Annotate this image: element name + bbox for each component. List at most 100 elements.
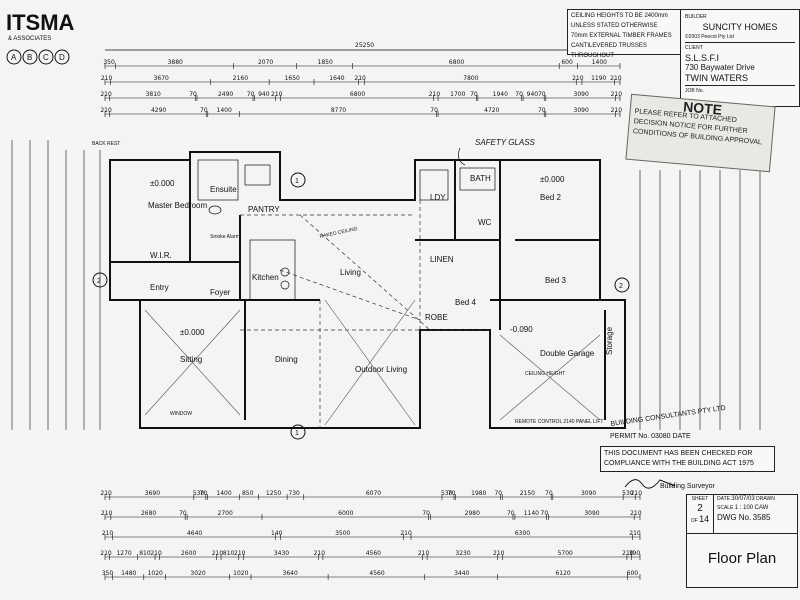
- grid-letter: C: [43, 53, 49, 62]
- dwg-label: DWG No.: [717, 513, 752, 522]
- dimension-value: 810: [139, 550, 151, 557]
- dimension-value: 810: [223, 550, 235, 557]
- dimension-value: 5700: [558, 550, 573, 557]
- sheet-title: Floor Plan: [707, 550, 777, 567]
- dimension-value: 210: [100, 490, 112, 497]
- back-rest-note: BACK REST: [92, 141, 120, 147]
- title-block: BUILDER SUNCITY HOMES ©2003 Peecot Pty L…: [680, 9, 800, 107]
- dimension-value: 3440: [454, 570, 469, 577]
- dimension-value: 210: [150, 550, 162, 557]
- dimension-value: 600: [627, 570, 639, 577]
- client-label: CLIENT: [685, 45, 703, 51]
- dimension-value: 1980: [471, 490, 486, 497]
- dimension-value: 2680: [141, 510, 156, 517]
- room-wc: WC: [478, 218, 492, 227]
- dimension-value: 70: [200, 107, 208, 114]
- dimension-value: 6120: [555, 570, 570, 577]
- client-locality: TWIN WATERS: [685, 73, 748, 83]
- dimension-value: 3500: [335, 530, 350, 537]
- client-address: 730 Baywater Drive: [685, 63, 755, 72]
- room-garage: Double Garage: [540, 349, 595, 358]
- room-bath: BATH: [470, 174, 491, 183]
- dimension-value: 70: [422, 510, 430, 517]
- dimension-value: 940: [527, 91, 539, 98]
- dimension-value: 4640: [187, 530, 202, 537]
- room-dining: Dining: [275, 355, 298, 364]
- dimension-value: 3090: [574, 91, 589, 98]
- copyright: ©2003: [685, 34, 700, 40]
- dimension-value: 3670: [154, 75, 169, 82]
- dimension-value: 210: [400, 530, 412, 537]
- dimension-value: 70: [247, 91, 255, 98]
- room-storage: Storage: [605, 326, 614, 355]
- dimension-value: 1640: [329, 75, 344, 82]
- scale-value: 1 : 100: [734, 505, 754, 511]
- grid-letter: B: [27, 53, 32, 62]
- dimension-value: 70: [538, 107, 546, 114]
- structural-dashed-lines: [240, 200, 490, 428]
- dimension-value: 70: [448, 490, 456, 497]
- dimension-value: 730: [288, 490, 300, 497]
- note-line: CANTILEVERED TRUSSES THROUGHOUT: [571, 43, 647, 59]
- bath-fixtures: [419, 167, 496, 201]
- room-living: Living: [340, 268, 361, 277]
- sheet-label: SHEET: [691, 496, 709, 502]
- room-master: Master Bedroom: [148, 201, 207, 210]
- grid-mark: 2: [619, 283, 623, 290]
- drawn-label: DRAWN: [756, 496, 775, 502]
- job-label: JOB No.: [685, 85, 795, 96]
- dimension-value: 1480: [121, 570, 136, 577]
- dimension-value: 210: [212, 550, 224, 557]
- dimension-value: 210: [100, 107, 112, 114]
- room-robe: ROBE: [425, 313, 448, 322]
- dimension-value: 2150: [520, 490, 535, 497]
- level-garage: -0.090: [510, 325, 533, 334]
- dimension-value: 210: [610, 75, 622, 82]
- permit-label: PERMIT No.: [610, 433, 650, 440]
- dimension-value: 2490: [218, 91, 233, 98]
- room-bed4: Bed 4: [455, 298, 476, 307]
- client-name: S.L.S.F.I: [685, 53, 720, 63]
- dimension-value: 210: [234, 550, 246, 557]
- dimension-value: 210: [271, 91, 283, 98]
- sheet-no: 2: [697, 503, 703, 514]
- dimension-value: 70: [179, 510, 187, 517]
- dimension-value: 70: [515, 91, 523, 98]
- grid-letter: A: [11, 53, 17, 62]
- dimension-value: 3690: [145, 490, 160, 497]
- dimension-value: 6800: [449, 59, 464, 66]
- dimension-value: 70: [538, 91, 546, 98]
- copyright-holder: Peecot Pty Ltd: [701, 34, 734, 40]
- dimension-value: 210: [101, 75, 113, 82]
- dimension-value: 1400: [216, 490, 231, 497]
- certifier-statement: COMPLIANCE WITH THE BUILDING ACT 1975: [604, 460, 754, 467]
- dimension-value: 940: [258, 91, 270, 98]
- dimension-value: 7800: [463, 75, 478, 82]
- certifier-statement: THIS DOCUMENT HAS BEEN CHECKED FOR: [604, 450, 753, 457]
- dimension-value: 3230: [455, 550, 470, 557]
- dimension-value: 6800: [350, 91, 365, 98]
- dimension-value: 3640: [283, 570, 298, 577]
- dimension-value: 210: [100, 550, 112, 557]
- dimension-value: 140: [271, 530, 283, 537]
- dimension-value: 2600: [181, 550, 196, 557]
- dimension-value: 70: [494, 490, 502, 497]
- dimension-value: 4290: [151, 107, 166, 114]
- overall-width-dim: 25250: [355, 42, 374, 49]
- dimension-value: 350: [102, 570, 114, 577]
- dimension-value: 2070: [258, 59, 273, 66]
- grid-mark: 1: [295, 178, 299, 185]
- raked-ceiling-note: RAKED CEILING: [319, 226, 358, 240]
- roof-hip-lines: [144, 299, 601, 426]
- dimension-value: 4560: [366, 550, 381, 557]
- scale-label: SCALE: [717, 505, 734, 511]
- dimension-value: 3430: [274, 550, 289, 557]
- dimension-value: 4560: [369, 570, 384, 577]
- dimension-value: 70: [541, 510, 549, 517]
- room-sitting: Sitting: [180, 355, 202, 364]
- dimension-value: 1250: [266, 490, 281, 497]
- kitchen-bench: [249, 239, 296, 301]
- dimension-value: 3810: [146, 91, 161, 98]
- dimension-value: 1270: [116, 550, 131, 557]
- date-label: DATE: [717, 496, 730, 502]
